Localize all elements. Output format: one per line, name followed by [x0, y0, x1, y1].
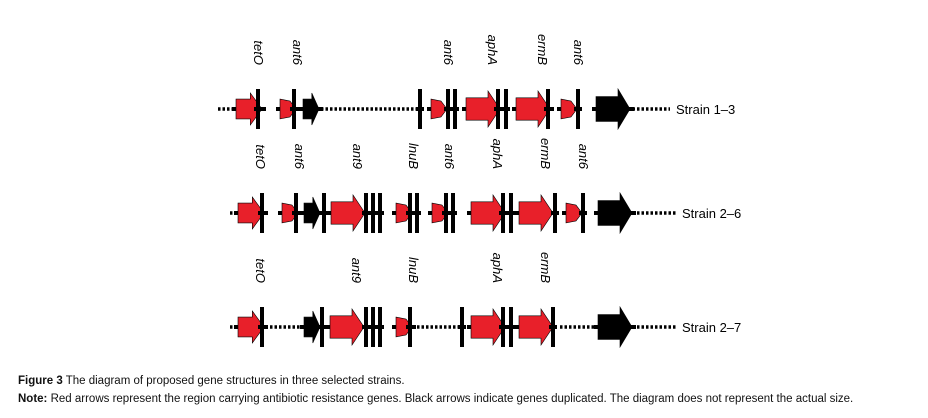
gene-label: ermB: [538, 138, 553, 169]
duplicated-gene-arrow: [595, 87, 631, 131]
resistance-gene-arrow: [237, 196, 265, 230]
gene-label: tetO: [251, 40, 266, 65]
insertion-bar: [322, 193, 326, 233]
insertion-bar: [446, 89, 450, 129]
insertion-bar: [501, 193, 505, 233]
resistance-gene-arrow: [470, 308, 506, 346]
gene-label: ant9: [350, 144, 365, 169]
insertion-bar: [378, 307, 382, 347]
figure-label: Figure 3: [18, 375, 63, 387]
insertion-bar: [444, 193, 448, 233]
insertion-bar: [415, 193, 419, 233]
strain-row: tetO ant9 lnuB aphA ermB Strain 2–7: [230, 252, 741, 349]
resistance-gene-arrow: [330, 194, 366, 232]
strain-label: Strain 2–6: [682, 206, 741, 221]
gene-label: ant6: [441, 40, 456, 66]
insertion-bar: [504, 89, 508, 129]
note-text: Red arrows represent the region carrying…: [47, 393, 854, 405]
insertion-bar: [418, 89, 422, 129]
duplicated-gene-arrow: [303, 196, 321, 230]
gene-label: ermB: [535, 34, 550, 65]
resistance-gene-arrow: [465, 90, 501, 128]
gene-label: aphA: [490, 253, 505, 283]
resistance-gene-arrow: [518, 308, 554, 346]
resistance-gene-arrow: [565, 202, 583, 224]
duplicated-gene-arrow: [303, 310, 321, 344]
duplicated-gene-arrow: [302, 92, 320, 126]
resistance-gene-arrow: [329, 308, 365, 346]
figure-caption: Figure 3 The diagram of proposed gene st…: [18, 375, 405, 387]
insertion-bar: [451, 193, 455, 233]
figure-note: Note: Red arrows represent the region ca…: [18, 393, 853, 405]
resistance-gene-arrow: [470, 194, 506, 232]
insertion-bar: [364, 307, 368, 347]
insertion-bar: [408, 193, 412, 233]
insertion-bar: [509, 193, 513, 233]
duplicated-gene-arrow: [597, 305, 633, 349]
gene-label: ant6: [442, 144, 457, 170]
figure-caption-text: The diagram of proposed gene structures …: [62, 375, 405, 387]
gene-label: ant6: [292, 144, 307, 170]
insertion-bar: [581, 193, 585, 233]
gene-label: ant6: [571, 40, 586, 66]
resistance-gene-arrow: [560, 98, 578, 120]
gene-label: ant6: [576, 144, 591, 170]
strain-label: Strain 1–3: [676, 102, 735, 117]
insertion-bar: [496, 89, 500, 129]
note-label: Note:: [18, 393, 48, 405]
insertion-bar: [260, 193, 264, 233]
gene-label: ant9: [349, 258, 364, 283]
resistance-gene-arrow: [430, 98, 448, 120]
gene-label: tetO: [253, 258, 268, 283]
insertion-bar: [378, 193, 382, 233]
insertion-bar: [294, 193, 298, 233]
gene-label: lnuB: [406, 257, 421, 283]
insertion-bar: [501, 307, 505, 347]
insertion-bar: [371, 193, 375, 233]
gene-label: ermB: [538, 252, 553, 283]
gene-label: ant6: [290, 40, 305, 66]
insertion-bar: [553, 193, 557, 233]
insertion-bar: [546, 89, 550, 129]
gene-label: aphA: [485, 35, 500, 65]
gene-label: lnuB: [406, 143, 421, 169]
insertion-bar: [460, 307, 464, 347]
insertion-bar: [256, 89, 260, 129]
insertion-bar: [320, 307, 324, 347]
strain-label: Strain 2–7: [682, 320, 741, 335]
resistance-gene-arrow: [518, 194, 554, 232]
insertion-bar: [292, 89, 296, 129]
resistance-gene-arrow: [237, 310, 265, 344]
insertion-bar: [576, 89, 580, 129]
insertion-bar: [260, 307, 264, 347]
duplicated-gene-arrow: [597, 191, 633, 235]
insertion-bar: [509, 307, 513, 347]
gene-label: tetO: [253, 144, 268, 169]
insertion-bar: [551, 307, 555, 347]
gene-label: aphA: [490, 139, 505, 169]
insertion-bar: [453, 89, 457, 129]
insertion-bar: [408, 307, 412, 347]
resistance-gene-arrow: [515, 90, 551, 128]
insertion-bar: [364, 193, 368, 233]
insertion-bar: [371, 307, 375, 347]
